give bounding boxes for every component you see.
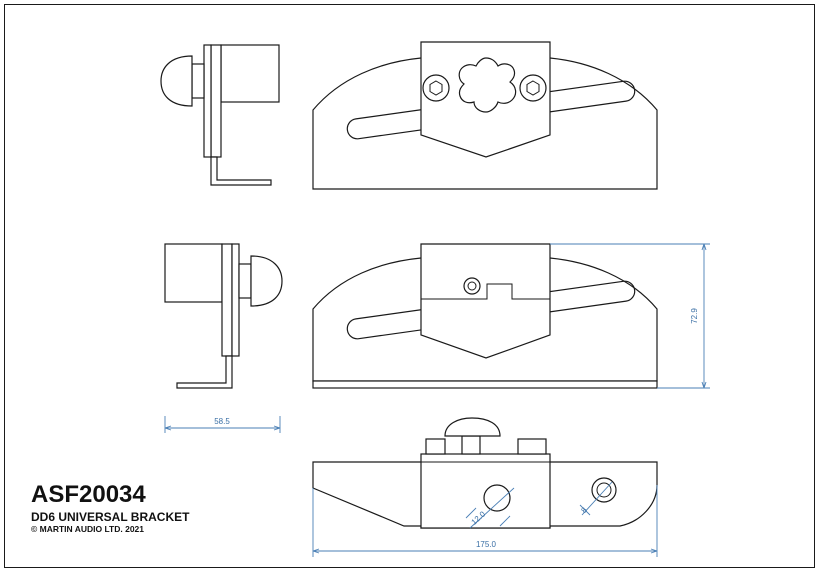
plate-d (231, 243, 240, 357)
plate-b (203, 44, 212, 158)
plan-knob-head (444, 417, 501, 437)
plate-a (210, 44, 222, 158)
dimension-height: 72.9 (550, 243, 710, 389)
clamp-step (421, 283, 550, 300)
front-view-middle (312, 243, 658, 389)
dimension-width: 58.5 (164, 416, 281, 433)
clamp-block-b (164, 243, 223, 303)
dimension-length: 175.0 (312, 485, 658, 557)
bolt-left (422, 74, 450, 102)
knob-head (160, 55, 193, 107)
plate-c (221, 243, 233, 357)
hex-socket-right (526, 80, 540, 96)
plan-view (312, 417, 658, 529)
bracket-foot (210, 156, 272, 186)
plan-bolt-left (425, 438, 446, 455)
dimension-height-label: 72.9 (690, 308, 699, 324)
part-number: ASF20034 (31, 481, 146, 508)
copyright-notice: © MARTIN AUDIO LTD. 2021 (31, 524, 144, 534)
bolt-end (463, 277, 481, 295)
plan-knob-neck (461, 435, 481, 455)
dimension-width-label: 58.5 (214, 417, 230, 426)
plan-hole-outer (591, 477, 617, 503)
plan-bolt-right (517, 438, 547, 455)
dimension-hole-dia: 8 (579, 481, 613, 516)
dimension-length-label: 175.0 (476, 540, 497, 549)
hex-socket-left (429, 80, 443, 96)
side-view-middle (164, 243, 283, 389)
knob-neck (191, 63, 205, 99)
plan-hole-inner (596, 482, 612, 498)
base-edge (312, 380, 658, 389)
clamp-plate-b (420, 243, 551, 359)
knob-head-b (250, 255, 283, 307)
bracket-foot-b (176, 355, 233, 389)
side-view-top (160, 44, 280, 186)
title-block: ASF20034 DD6 UNIVERSAL BRACKET © MARTIN … (31, 482, 189, 535)
part-name: DD6 UNIVERSAL BRACKET (31, 510, 190, 524)
front-view-top (312, 41, 658, 190)
clamp-block (220, 44, 280, 103)
drawing-frame (4, 4, 815, 568)
star-knob (458, 57, 517, 113)
bolt-end-inner (467, 281, 477, 291)
knob-neck-b (238, 263, 252, 299)
dimension-hole-dia-label: 8 (579, 505, 589, 515)
bolt-right (519, 74, 547, 102)
plan-bolt-circle (483, 484, 511, 512)
